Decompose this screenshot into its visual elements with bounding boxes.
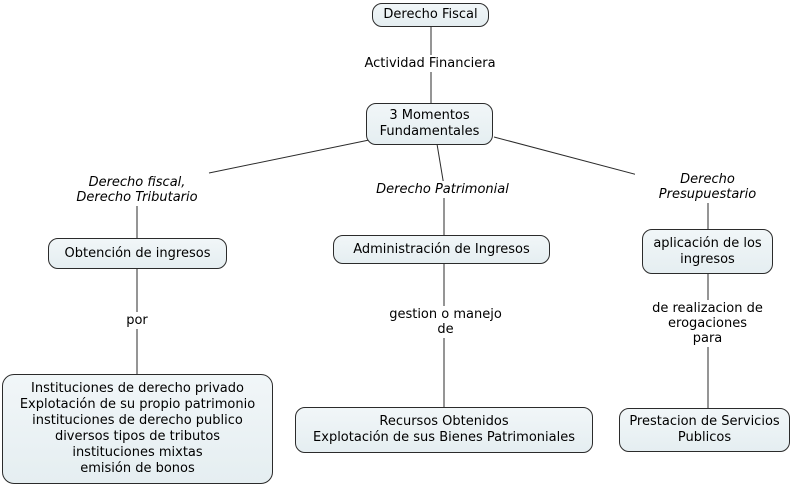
branch-label-derecho-presupuestario[interactable]: Derecho Presupuestario	[635, 171, 780, 203]
concept-instituciones-lista[interactable]: Instituciones de derecho privado Explota…	[2, 374, 273, 484]
concept-prestacion-servicios-publicos[interactable]: Prestacion de Servicios Publicos	[619, 408, 790, 452]
concept-administracion-de-ingresos[interactable]: Administración de Ingresos	[333, 235, 550, 264]
linking-phrase-actividad-financiera[interactable]: Actividad Financiera	[354, 55, 506, 72]
line-momentos-to-rama-presupuestario	[493, 136, 658, 181]
branch-label-derecho-patrimonial[interactable]: Derecho Patrimonial	[360, 181, 525, 198]
linking-phrase-gestion-o-manejo-de[interactable]: gestion o manejo de	[373, 306, 518, 338]
concept-obtencion-de-ingresos[interactable]: Obtención de ingresos	[48, 238, 227, 269]
linking-phrase-de-realizacion-de-erogaciones-para[interactable]: de realizacion de erogaciones para	[630, 300, 785, 347]
branch-label-derecho-fiscal-tributario[interactable]: Derecho fiscal, Derecho Tributario	[52, 174, 222, 206]
linking-phrase-por[interactable]: por	[110, 312, 164, 329]
concept-recursos-obtenidos[interactable]: Recursos Obtenidos Explotación de sus Bi…	[295, 407, 593, 453]
concept-aplicacion-de-los-ingresos[interactable]: aplicación de los ingresos	[642, 229, 773, 274]
line-momentos-to-rama-patrimonial	[436, 143, 445, 187]
concept-3-momentos-fundamentales[interactable]: 3 Momentos Fundamentales	[366, 103, 493, 145]
concept-derecho-fiscal[interactable]: Derecho Fiscal	[372, 3, 489, 27]
line-momentos-to-rama-fiscal	[208, 138, 375, 174]
